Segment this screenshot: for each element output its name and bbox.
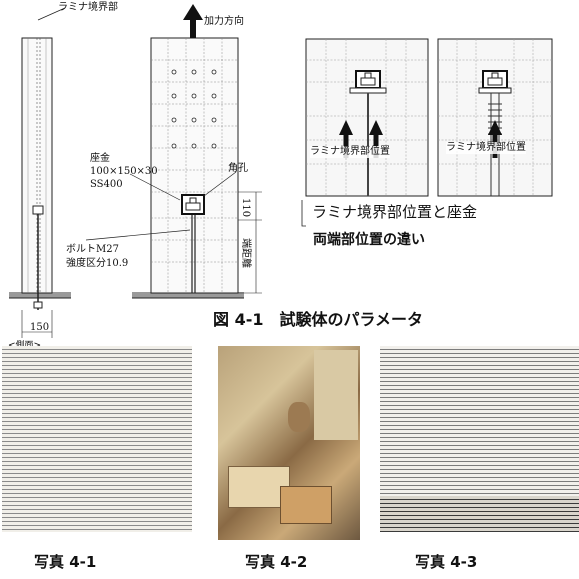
dimension-110-label: 110: [240, 198, 251, 218]
photo-caption-1: 写真 4-1: [34, 553, 97, 571]
edge-distance-label: 端距離: [240, 238, 251, 268]
detail-panel-left: [305, 38, 429, 197]
square-hole-label: 角孔: [228, 163, 248, 174]
lamina-position-label-left: ラミナ境界部位置: [310, 146, 390, 158]
bolt-grade-label: 強度区分10.9: [66, 258, 129, 269]
photo-caption-3: 写真 4-3: [415, 553, 478, 571]
dimension-150: [21, 310, 53, 338]
dimension-right: [238, 191, 262, 294]
ground-right: [132, 292, 244, 299]
bolt-label: ボルトM27: [66, 244, 119, 255]
photo-4-3: [380, 346, 579, 532]
photo-4-2: [218, 346, 360, 540]
detail-panel-right: [437, 38, 553, 197]
photo-4-1: [2, 346, 192, 532]
front-column: [85, 4, 239, 294]
detail-caption-line1: ラミナ境界部位置と座金: [312, 203, 478, 221]
lamina-boundary-label: ラミナ境界部: [58, 2, 118, 13]
washer-size-label: 100×150×30: [90, 166, 158, 177]
washer-grade-label: SS400: [90, 179, 123, 190]
side-column: [21, 7, 66, 310]
figure-caption: 図 4-1 試験体のパラメータ: [213, 310, 423, 329]
lamina-position-label-right: ラミナ境界部位置: [446, 142, 526, 154]
dimension-150-label: 150: [30, 322, 50, 333]
photo-caption-2: 写真 4-2: [245, 553, 308, 571]
caption-bracket: [301, 200, 306, 227]
washer-label: 座金: [90, 153, 110, 164]
load-direction-label: 加力方向: [204, 16, 244, 27]
ground-left: [9, 292, 71, 299]
detail-caption-line2: 両端部位置の違い: [313, 232, 425, 248]
